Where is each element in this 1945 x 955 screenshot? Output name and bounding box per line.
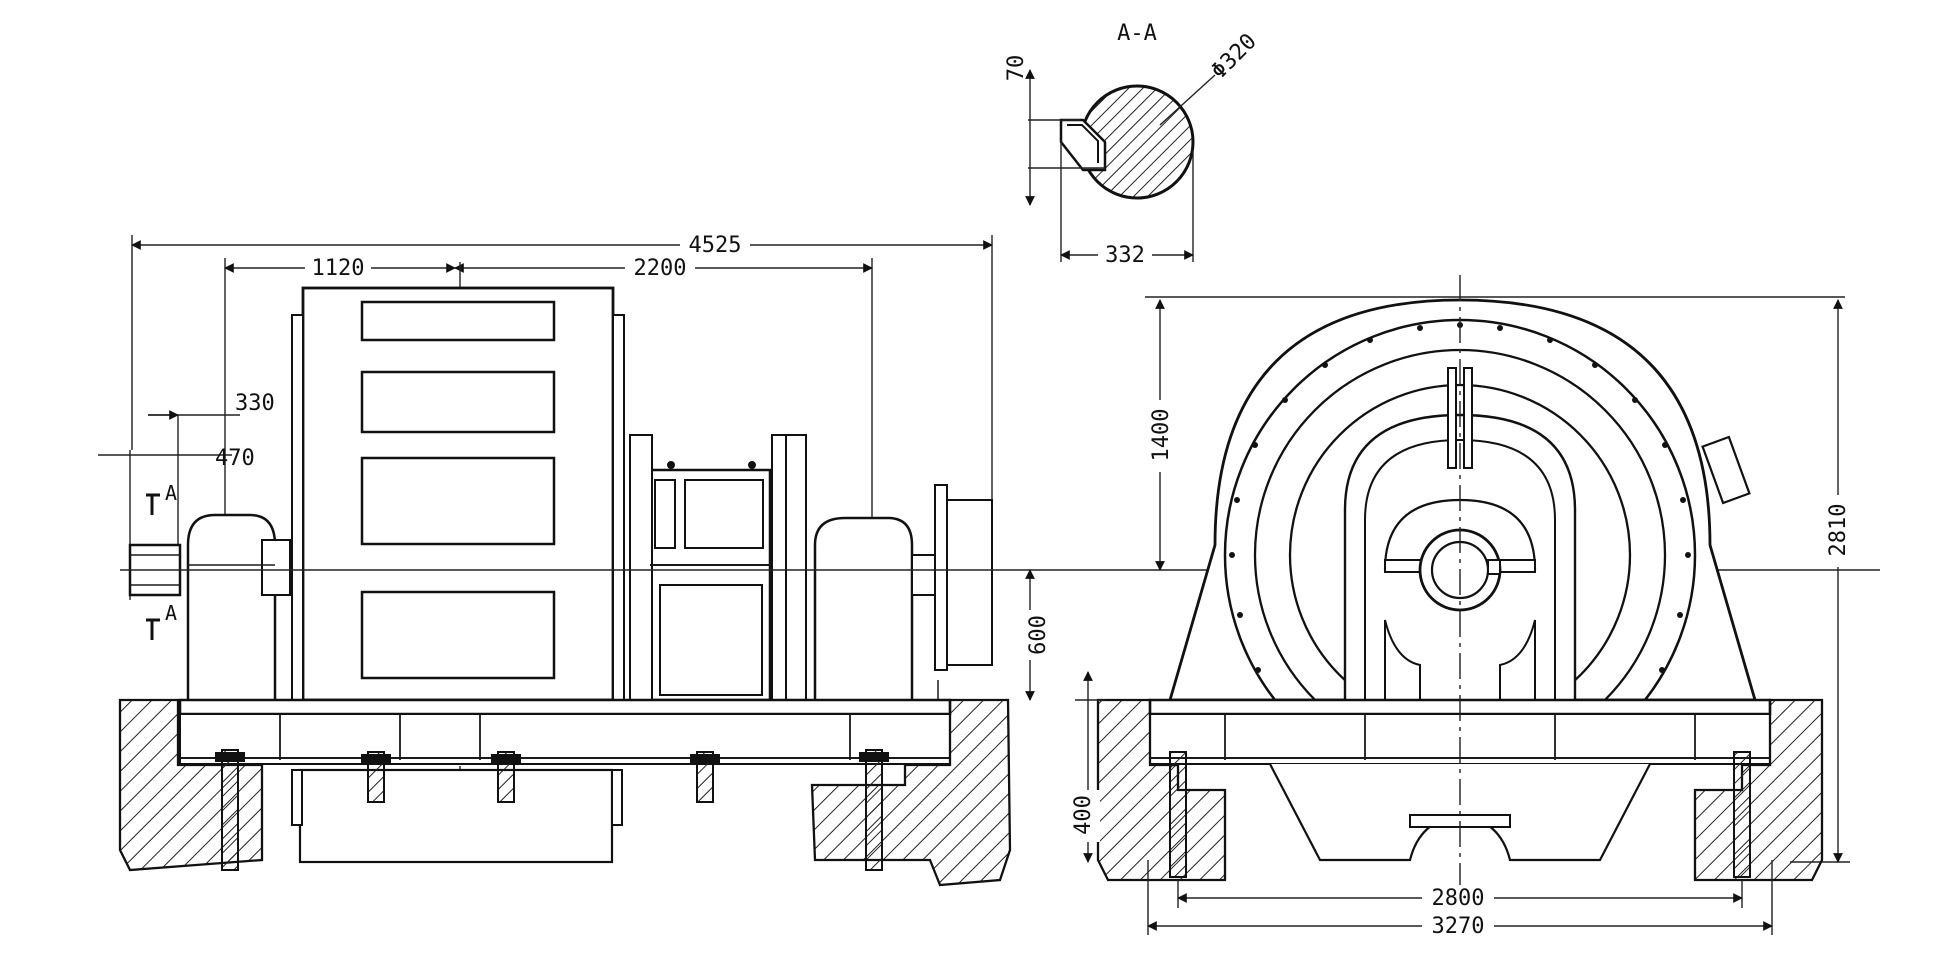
dim-base-depth: 400: [1071, 795, 1096, 835]
dim-left-span: 1120: [312, 256, 365, 281]
section-width: 332: [1105, 243, 1145, 268]
section-a-a-label: A-A: [1117, 21, 1157, 46]
dim-overall-length: 4525: [689, 233, 742, 258]
cut-mark-bottom: A: [165, 601, 177, 625]
dim-inner-width: 2800: [1432, 886, 1485, 911]
dim-upper-height: 1400: [1149, 409, 1174, 462]
dim-right-span: 2200: [634, 256, 687, 281]
cut-mark-top: A: [165, 481, 177, 505]
shaft-section: [1059, 84, 1195, 200]
dim-center-height: 600: [1026, 615, 1051, 655]
dim-total-height: 2810: [1826, 504, 1851, 557]
section-diameter: Φ320: [1207, 29, 1262, 84]
side-view: 1400 2810: [1071, 275, 1852, 939]
dim-shaft-330: 330: [235, 391, 275, 416]
section-a-a: A-A Φ320 70 332: [1004, 21, 1262, 268]
dim-shaft-470: 470: [215, 446, 255, 471]
dim-outer-width: 3270: [1432, 914, 1485, 939]
anchor-bolts-front: [215, 749, 889, 871]
section-key-depth: 70: [1004, 55, 1029, 82]
